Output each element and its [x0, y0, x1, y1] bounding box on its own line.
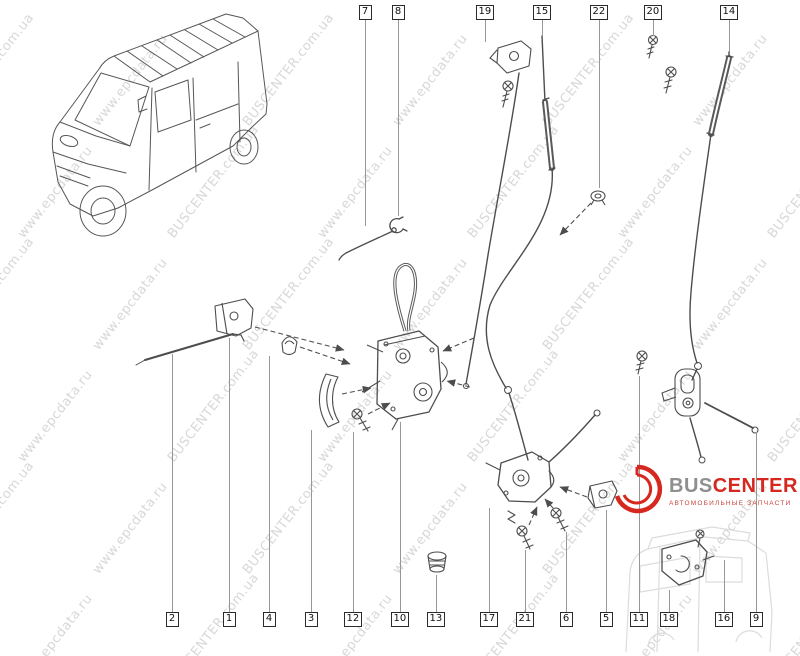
callout-17[interactable]: 17 — [479, 612, 499, 627]
brand-name-gray: BUS — [669, 475, 713, 497]
callout-8[interactable]: 8 — [391, 5, 405, 20]
leader-line-16 — [724, 560, 725, 612]
leader-line-13 — [436, 575, 437, 612]
callout-12[interactable]: 12 — [343, 612, 363, 627]
part-2-link-rod — [135, 333, 245, 366]
leader-line-19 — [485, 20, 486, 42]
brand-name: BUSCENTER — [669, 475, 798, 498]
callout-13[interactable]: 13 — [426, 612, 446, 627]
leader-line-15 — [542, 20, 543, 36]
leader-line-20 — [653, 20, 654, 36]
leader-line-7 — [365, 20, 366, 226]
callout-19[interactable]: 19 — [475, 5, 495, 20]
part-16-handle-lock — [661, 368, 701, 417]
callout-3[interactable]: 3 — [304, 612, 318, 627]
van-illustration — [51, 13, 268, 237]
callout-9[interactable]: 9 — [749, 612, 763, 627]
leader-line-22 — [599, 20, 600, 188]
callout-16[interactable]: 16 — [714, 612, 734, 627]
leader-line-3 — [311, 430, 312, 612]
leader-line-9 — [756, 432, 757, 612]
part-6-bolt — [550, 507, 569, 532]
leader-line-5 — [606, 510, 607, 612]
callout-11[interactable]: 11 — [629, 612, 649, 627]
callout-2[interactable]: 2 — [165, 612, 179, 627]
callout-20[interactable]: 20 — [643, 5, 663, 20]
part-18-latch — [661, 529, 715, 586]
leader-line-8 — [398, 20, 399, 216]
part-9-rod — [704, 402, 759, 434]
callout-5[interactable]: 5 — [599, 612, 613, 627]
part-14-door-cable — [689, 51, 734, 464]
part-3-handle-trim — [318, 373, 340, 428]
part-19-cable-bracket — [462, 40, 532, 390]
brand-tagline: АВТОМОБИЛЬНЫЕ ЗАПЧАСТИ — [669, 500, 792, 507]
leader-line-11 — [639, 376, 640, 612]
callout-22[interactable]: 22 — [589, 5, 609, 20]
buscenter-logo: BUSCENTER АВТОМОБИЛЬНЫЕ ЗАПЧАСТИ — [610, 462, 798, 520]
part-22-grommet — [590, 190, 606, 206]
leader-line-21 — [525, 550, 526, 612]
buscenter-logo-icon — [614, 464, 663, 514]
leader-line-10 — [400, 422, 401, 612]
van-sketch-faded — [625, 526, 773, 653]
leader-line-2 — [172, 354, 173, 612]
leader-line-18 — [669, 590, 670, 612]
leader-line-4 — [269, 356, 270, 612]
leader-line-12 — [353, 432, 354, 612]
part-21-screw — [516, 525, 534, 550]
part-15-lock-cable — [485, 35, 556, 461]
part-8-clip — [389, 216, 408, 234]
buscenter-logo-text: BUSCENTER АВТОМОБИЛЬНЫЕ ЗАПЧАСТИ — [669, 475, 798, 507]
part-13-bushing — [427, 551, 447, 573]
callout-10[interactable]: 10 — [390, 612, 410, 627]
leader-line-1 — [229, 338, 230, 612]
part-11-screw — [635, 350, 648, 375]
leader-line-17 — [489, 508, 490, 612]
part-12-screw — [351, 408, 371, 432]
brand-name-red: CENTER — [712, 475, 798, 497]
callout-14[interactable]: 14 — [719, 5, 739, 20]
callout-15[interactable]: 15 — [532, 5, 552, 20]
callout-1[interactable]: 1 — [222, 612, 236, 627]
leader-line-6 — [566, 532, 567, 612]
part-17-lower-lock — [485, 409, 601, 524]
callout-18[interactable]: 18 — [659, 612, 679, 627]
callout-7[interactable]: 7 — [358, 5, 372, 20]
part-5-striker — [587, 480, 618, 509]
callout-4[interactable]: 4 — [262, 612, 276, 627]
leader-line-14 — [729, 20, 730, 52]
part-1-bracket — [214, 298, 254, 337]
callout-6[interactable]: 6 — [559, 612, 573, 627]
part-4-cap — [281, 336, 298, 356]
assembly-arrows — [254, 202, 592, 526]
callout-21[interactable]: 21 — [515, 612, 535, 627]
